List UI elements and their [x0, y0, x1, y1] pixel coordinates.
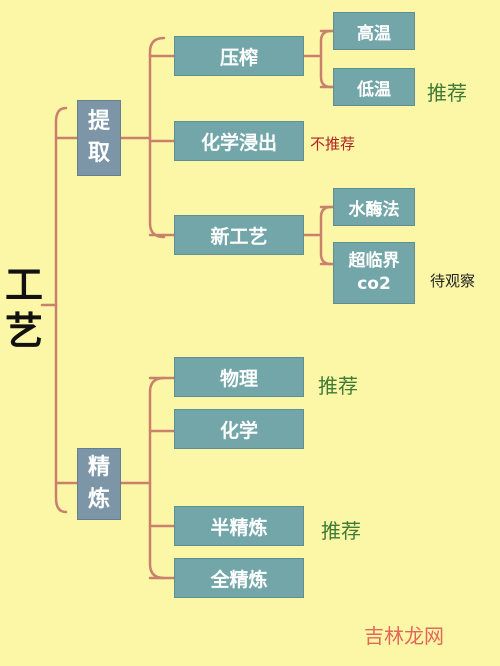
root-title: 工 艺: [5, 262, 44, 354]
node-chemical: 化学: [174, 409, 304, 449]
node-aqueous-enzyme: 水酶法: [333, 188, 415, 226]
node-chemical-leach: 化学浸出: [174, 121, 304, 161]
note-chemical-leach-not-recommend: 不推荐: [310, 135, 356, 153]
node-high-temp: 高温: [333, 12, 415, 50]
branch-extract: 提 取: [77, 100, 121, 176]
node-semi-refined: 半精炼: [174, 506, 304, 546]
node-fully-refined: 全精炼: [174, 558, 304, 598]
branch-refine: 精 炼: [77, 448, 121, 520]
root-title-char-2: 艺: [5, 309, 44, 353]
note-low-temp-recommend: 推荐: [427, 81, 467, 105]
note-semi-refined-recommend: 推荐: [321, 519, 361, 543]
branch-refine-char-2: 炼: [87, 487, 110, 512]
branch-extract-char-1: 提: [87, 109, 110, 134]
node-physical: 物理: [174, 357, 304, 397]
branch-extract-char-2: 取: [87, 141, 110, 166]
branch-refine-char-1: 精: [87, 455, 110, 480]
node-press: 压榨: [174, 36, 304, 76]
node-supercritical-line1: 超临界: [348, 251, 400, 271]
note-supercritical-observe: 待观察: [430, 272, 476, 290]
node-low-temp: 低温: [333, 68, 415, 106]
root-title-char-1: 工: [5, 263, 44, 307]
node-supercritical-line2: co2: [357, 274, 391, 294]
node-supercritical-co2: 超临界 co2: [333, 242, 415, 304]
watermark-text: 吉林龙网: [364, 624, 444, 648]
node-new-process: 新工艺: [174, 215, 304, 255]
note-physical-recommend: 推荐: [318, 374, 358, 398]
